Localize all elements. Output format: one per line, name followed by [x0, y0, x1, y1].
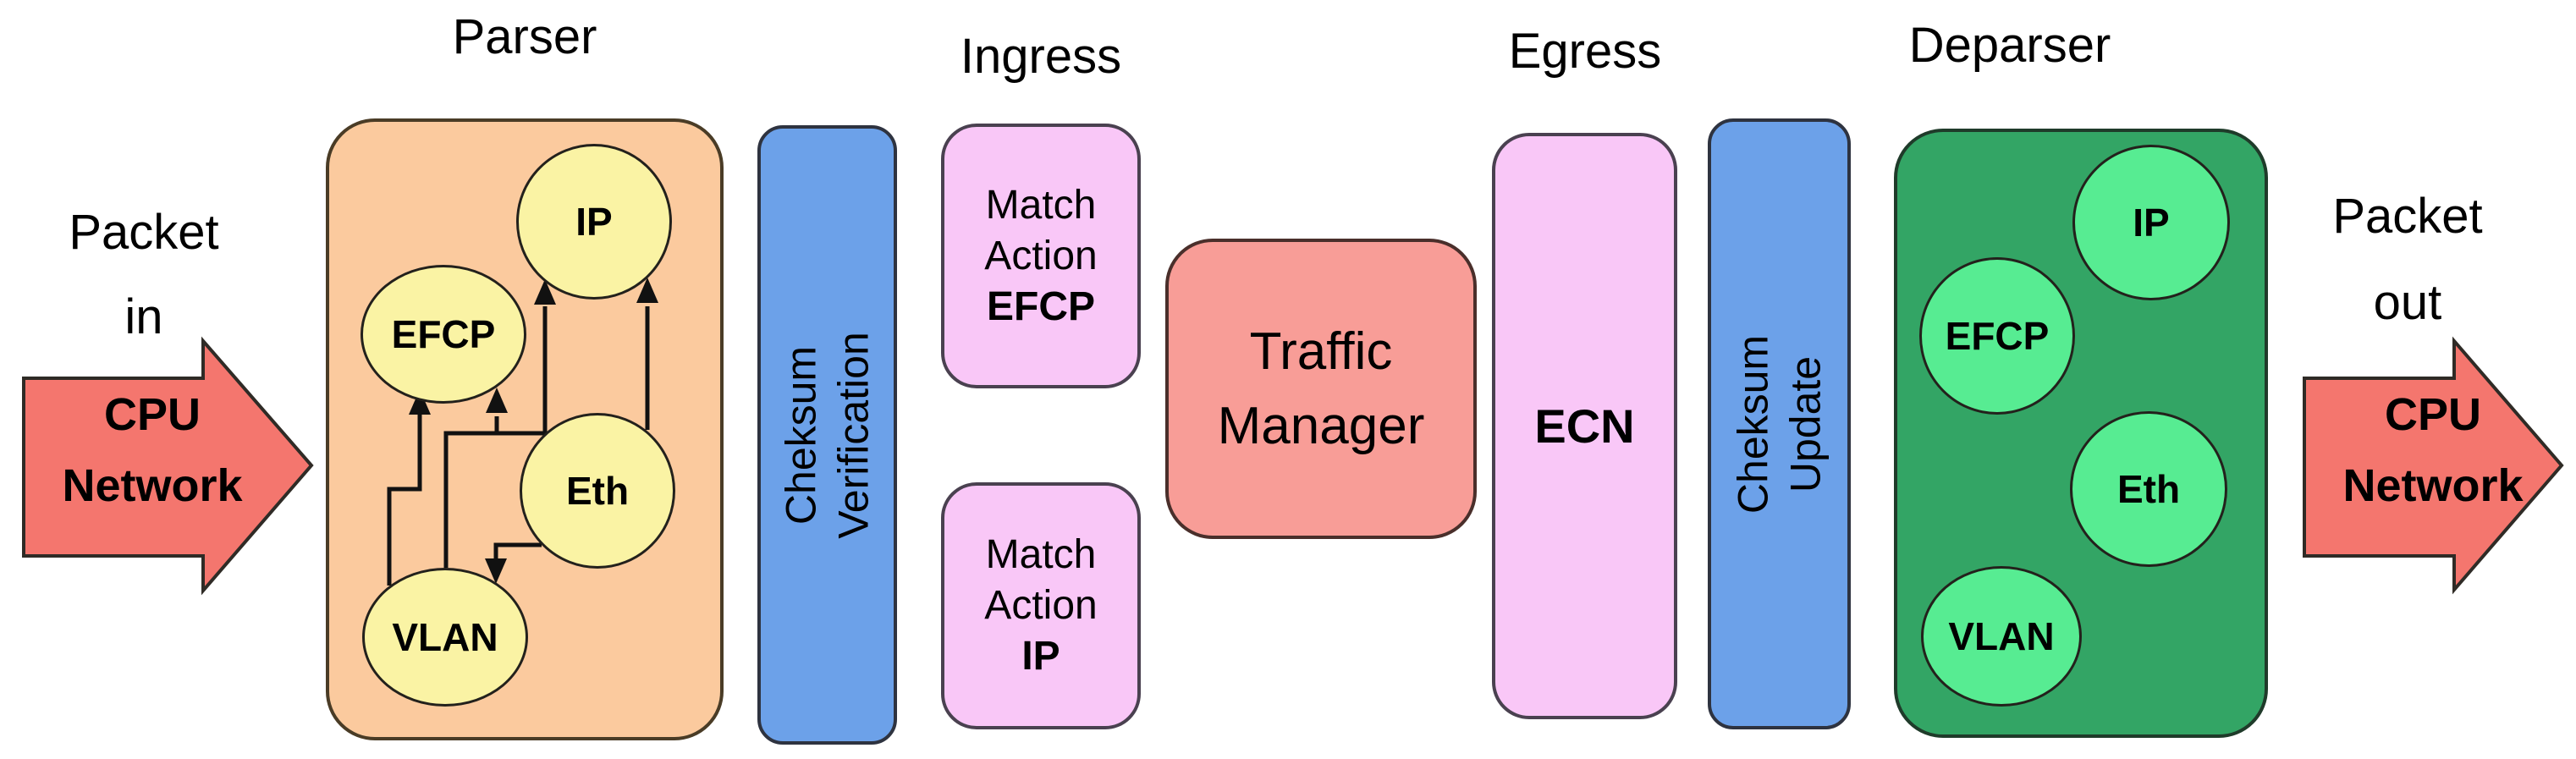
- ingress-title: Ingress: [960, 29, 1122, 84]
- deparser-node-eth-label: Eth: [2116, 467, 2181, 511]
- parser-node-efcp: EFCP: [361, 265, 526, 404]
- match-action-ip-line2: Action: [984, 583, 1098, 628]
- packet-in-label: Packet in: [17, 190, 271, 360]
- packet-out-line2: out: [2373, 275, 2442, 330]
- packet-in-arrow-label: CPU Network: [17, 379, 288, 521]
- parser-title: Parser: [452, 9, 597, 64]
- packet-out-label: Packet out: [2281, 173, 2535, 346]
- deparser-title: Deparser: [1908, 18, 2111, 73]
- checksum-update-box: [1708, 118, 1851, 729]
- checksum-update-line2: Update: [1781, 355, 1829, 493]
- packet-out-arrow-line1: CPU: [2384, 389, 2481, 440]
- checksum-verification-box: [757, 125, 897, 745]
- packet-in-line1: Packet: [69, 205, 219, 260]
- match-action-efcp-label: Match Action EFCP: [941, 124, 1141, 388]
- packet-in-line2: in: [124, 289, 163, 344]
- checksum-update-line1: Cheksum: [1729, 334, 1776, 514]
- deparser-node-efcp: EFCP: [1919, 257, 2075, 415]
- match-action-ip-label: Match Action IP: [941, 482, 1141, 729]
- match-action-ip-box: [941, 482, 1141, 729]
- deparser-node-vlan: VLAN: [1921, 566, 2082, 707]
- parser-arrowheads: [409, 278, 658, 584]
- traffic-manager-line-2: Manager: [1217, 396, 1425, 455]
- parser-node-efcp-label: EFCP: [391, 312, 496, 356]
- match-action-ip-protocol: IP: [1021, 634, 1060, 679]
- parser-node-ip: IP: [516, 144, 672, 300]
- match-action-efcp-line2: Action: [984, 233, 1098, 278]
- match-action-efcp-line1: Match: [985, 182, 1097, 228]
- arrowhead-efcp-right: [486, 388, 508, 413]
- traffic-manager-box: [1165, 239, 1477, 539]
- deparser-node-ip: IP: [2072, 145, 2230, 300]
- arrowhead-ip-left: [534, 279, 556, 305]
- checksum-update-label: Cheksum Update: [1708, 119, 1851, 730]
- checksum-verification-line2: Verification: [829, 332, 877, 539]
- packet-out-arrow-label: CPU Network: [2298, 379, 2568, 521]
- parser-node-eth-label: Eth: [565, 469, 630, 513]
- traffic-manager-line-1: Traffic: [1249, 322, 1393, 381]
- edge-vlan-to-efcp: [387, 413, 422, 586]
- match-action-efcp-protocol: EFCP: [986, 283, 1095, 329]
- parser-node-eth: Eth: [520, 413, 675, 569]
- arrowhead-efcp-left: [409, 389, 431, 415]
- arrowhead-vlan: [485, 558, 507, 584]
- match-action-ip-line1: Match: [985, 532, 1097, 577]
- deparser-node-vlan-label: VLAN: [1948, 614, 2055, 658]
- deparser-node-ip-label: IP: [2133, 201, 2170, 245]
- deparser-node-eth: Eth: [2070, 411, 2227, 567]
- packet-in-arrow-line2: Network: [62, 460, 243, 511]
- ecn-label: ECN: [1534, 399, 1635, 453]
- deparser-node-efcp-label: EFCP: [1945, 314, 2050, 358]
- packet-in-arrow-line1: CPU: [103, 389, 201, 440]
- egress-title: Egress: [1508, 24, 1662, 79]
- ecn-box: [1492, 133, 1677, 719]
- checksum-verification-label: Cheksum Verification: [757, 126, 897, 745]
- arrowhead-ip-right: [636, 278, 658, 303]
- parser-node-vlan-label: VLAN: [392, 615, 498, 659]
- parser-node-ip-label: IP: [575, 200, 613, 244]
- packet-out-line1: Packet: [2332, 189, 2483, 244]
- match-action-efcp-box: [941, 124, 1141, 388]
- packet-in-arrow: [22, 336, 314, 596]
- traffic-manager-text: Traffic Manager: [1165, 239, 1477, 539]
- packet-out-arrow-line2: Network: [2342, 460, 2524, 511]
- checksum-verification-line1: Cheksum: [777, 345, 824, 525]
- packet-out-arrow: [2303, 336, 2564, 595]
- parser-node-vlan: VLAN: [362, 568, 528, 707]
- parser-edges: [387, 306, 650, 586]
- edge-eth-to-vlan: [493, 542, 542, 558]
